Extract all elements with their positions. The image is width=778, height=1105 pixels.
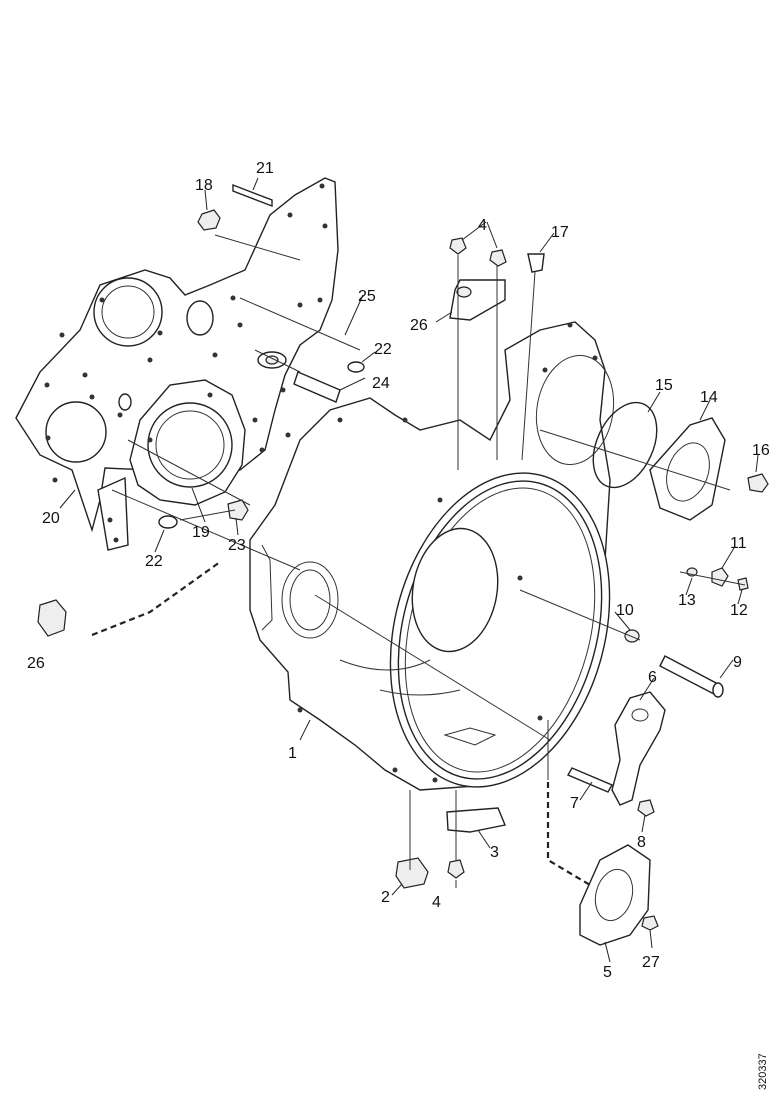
part-label-7: 7 (570, 795, 579, 812)
part-label-5: 5 (603, 964, 612, 981)
drawing-code: 320337 (757, 1053, 769, 1090)
bolt-4-bottom (447, 859, 465, 879)
part-label-26-left: 26 (27, 655, 45, 672)
part-label-23: 23 (228, 537, 246, 554)
plate-hardware (37, 183, 365, 637)
part-label-12: 12 (730, 602, 748, 619)
screw-12 (737, 577, 749, 591)
part-label-18: 18 (195, 177, 213, 194)
bolt-16 (747, 473, 769, 493)
flywheel-housing (249, 321, 615, 791)
timing-cover-plate (15, 177, 339, 551)
bolt-27 (641, 915, 659, 931)
stud-7 (567, 767, 613, 793)
part-label-21: 21 (256, 160, 274, 177)
part-label-17: 17 (551, 224, 569, 241)
stud-21 (232, 183, 273, 208)
nut-8 (637, 799, 655, 817)
dashed-leader-5 (546, 782, 591, 886)
part-label-13: 13 (678, 592, 696, 609)
part-label-9: 9 (733, 654, 742, 671)
assembly-axes (111, 234, 746, 870)
gasket-15 (592, 401, 658, 489)
bolt-4-top-b (489, 249, 507, 267)
right-side-parts (395, 237, 769, 946)
part-label-22-right: 22 (374, 341, 392, 358)
part-label-10: 10 (616, 602, 634, 619)
part-label-4-bottom: 4 (432, 894, 441, 911)
bolt-9 (659, 655, 719, 695)
part-label-19: 19 (192, 524, 210, 541)
part-label-27: 27 (642, 954, 660, 971)
part-label-8: 8 (637, 834, 646, 851)
part-label-15: 15 (655, 377, 673, 394)
plug-26 (37, 599, 67, 637)
part-label-20: 20 (42, 510, 60, 527)
part-label-3: 3 (490, 844, 499, 861)
dashed-leader-26 (91, 561, 221, 637)
cover-3 (446, 807, 506, 833)
stud-24 (293, 371, 341, 403)
part-label-4-top: 4 (478, 217, 487, 234)
bolt-23 (227, 499, 249, 521)
part-label-26-top: 26 (410, 317, 428, 334)
part-label-24: 24 (372, 375, 390, 392)
dowel-22-b (158, 515, 178, 529)
part-label-22-left: 22 (145, 553, 163, 570)
drain-plug-2 (395, 857, 429, 889)
cover-5 (579, 844, 651, 946)
label-leaders (59, 177, 759, 963)
part-labels: 1 2 3 4 4 5 6 7 8 9 10 11 12 13 14 15 16… (27, 160, 770, 981)
cover-14 (649, 417, 726, 521)
bolt-head-18 (197, 209, 221, 231)
bolt-4-top-a (449, 237, 467, 255)
part-11 (711, 567, 729, 587)
dowel-22-a (347, 361, 365, 373)
part-label-6: 6 (648, 669, 657, 686)
part-label-14: 14 (700, 389, 718, 406)
plug-17 (527, 253, 545, 273)
part-label-16: 16 (752, 442, 770, 459)
washer-10 (624, 629, 640, 643)
part-label-11: 11 (730, 535, 747, 552)
part-label-1: 1 (288, 745, 297, 762)
crank-seal-housing (129, 379, 246, 506)
part-label-2: 2 (381, 889, 390, 906)
part-label-25: 25 (358, 288, 376, 305)
